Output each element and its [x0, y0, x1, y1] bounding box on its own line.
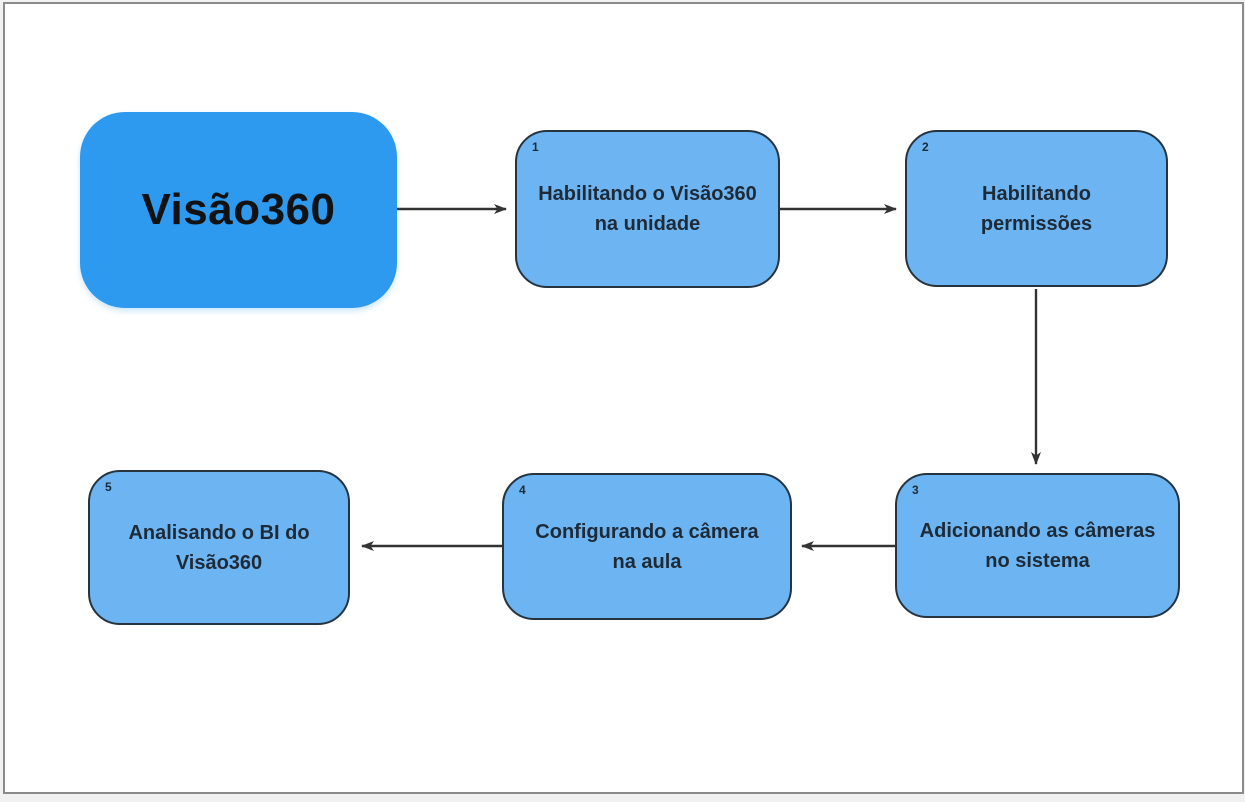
- node-visao360-label: Visão360: [141, 185, 336, 234]
- node-step-2: 2 Habilitando permissões: [905, 130, 1168, 287]
- step-4-label: Configurando a câmera na aula: [535, 520, 759, 573]
- step-3-label: Adicionando as câmeras no sistema: [919, 519, 1156, 572]
- step-2-number: 2: [922, 140, 929, 154]
- step-2-label: Habilitando permissões: [980, 182, 1093, 235]
- step-5-number: 5: [105, 480, 112, 494]
- step-1-label: Habilitando o Visão360 na unidade: [538, 183, 757, 235]
- node-step-5: 5 Analisando o BI do Visão360: [88, 470, 350, 625]
- step-5-label: Analisando o BI do Visão360: [128, 521, 310, 574]
- node-step-3: 3 Adicionando as câmeras no sistema: [895, 473, 1180, 618]
- step-1-number: 1: [532, 140, 539, 154]
- step-4-number: 4: [519, 483, 526, 497]
- node-visao360: Visão360: [80, 112, 397, 308]
- step-3-number: 3: [912, 483, 919, 497]
- node-step-1: 1 Habilitando o Visão360 na unidade: [515, 130, 780, 288]
- node-step-4: 4 Configurando a câmera na aula: [502, 473, 792, 620]
